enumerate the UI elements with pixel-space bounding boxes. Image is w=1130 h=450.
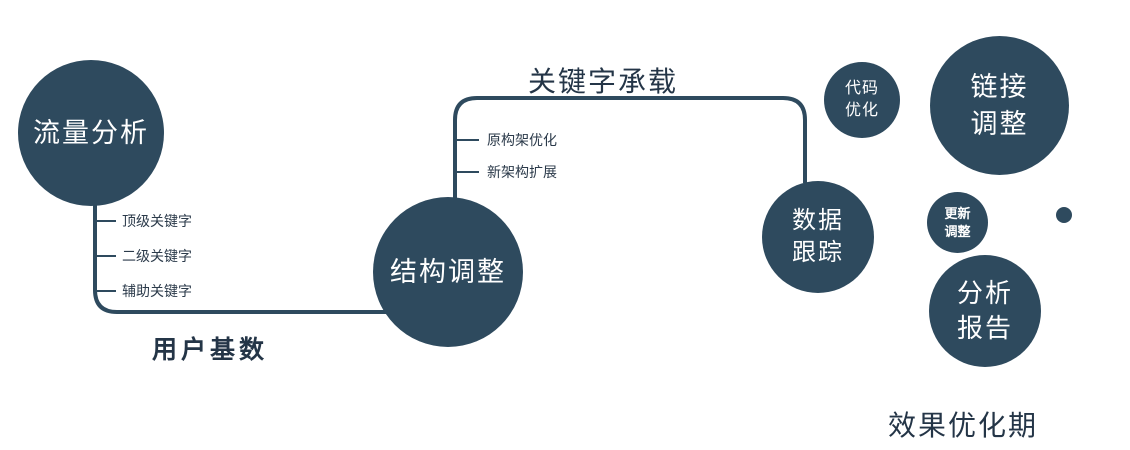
branch-label-original-architecture: 原构架优化 — [487, 132, 557, 148]
branch-label-top-keywords: 顶级关键字 — [122, 213, 192, 229]
node-label: 链接 — [970, 72, 1029, 103]
branch-label-auxiliary-keywords: 辅助关键字 — [122, 283, 192, 299]
caption-effect-optimization-period: 效果优化期 — [888, 410, 1039, 441]
edge-label-user-base: 用户基数 — [152, 336, 269, 364]
node-label: 报告 — [956, 313, 1013, 343]
node-label: 更新 — [944, 205, 971, 221]
branch-label-secondary-keywords: 二级关键字 — [122, 248, 192, 264]
node-label: 结构调整 — [390, 256, 506, 287]
node-data-tracking: 数据 跟踪 — [762, 181, 874, 293]
node-analysis-report: 分析 报告 — [929, 255, 1041, 367]
node-update-adjustment: 更新 调整 — [927, 192, 988, 253]
flow-line-structure-to-tracking — [453, 96, 807, 200]
edge-label-keyword-carry: 关键字承载 — [528, 66, 679, 97]
node-label: 分析 — [956, 277, 1013, 308]
node-label: 数据 — [792, 206, 844, 234]
node-label: 调整 — [944, 223, 971, 239]
node-label: 代码 — [844, 80, 879, 98]
node-label: 流量分析 — [33, 117, 149, 148]
node-code-optimization: 代码 优化 — [824, 62, 900, 138]
node-label: 调整 — [970, 108, 1029, 139]
bullet-dot — [1056, 207, 1072, 223]
node-structure-adjustment: 结构调整 — [373, 197, 523, 347]
node-link-adjustment: 链接 调整 — [930, 36, 1069, 175]
node-label: 跟踪 — [792, 239, 844, 266]
node-traffic-analysis: 流量分析 — [18, 60, 164, 206]
branch-label-new-architecture: 新架构扩展 — [487, 164, 557, 180]
node-label: 优化 — [844, 102, 879, 119]
